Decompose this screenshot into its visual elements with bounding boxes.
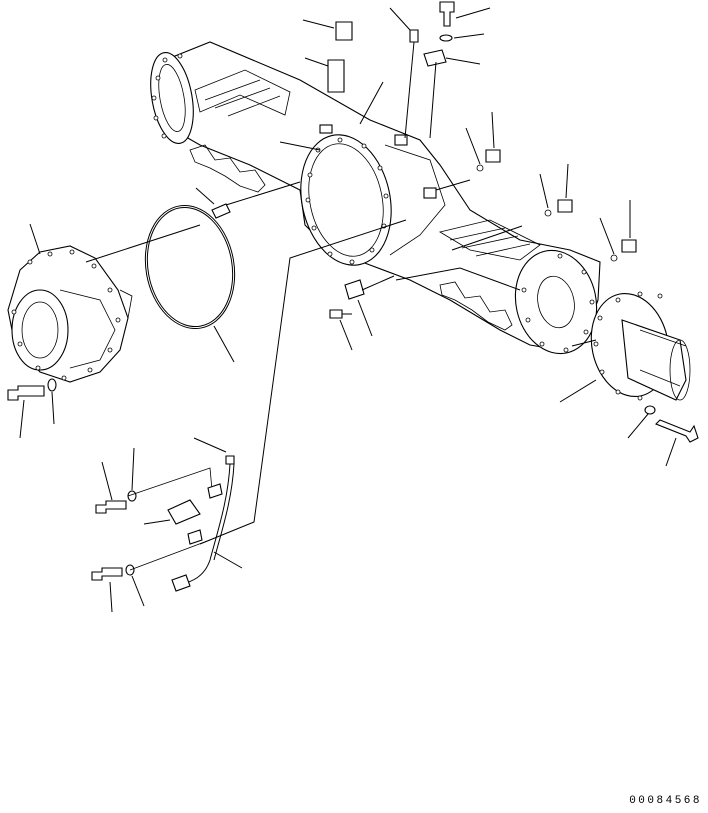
lube-fitting — [225, 455, 235, 465]
drawing-number: 00084568 — [629, 795, 702, 807]
plug-2 — [557, 199, 573, 213]
flange-bolt-holes — [151, 53, 595, 353]
leader-lines — [19, 7, 677, 613]
cap-plug — [335, 21, 353, 41]
o-ring — [144, 204, 236, 330]
washer-top — [439, 34, 453, 42]
hub-bolt-holes — [593, 291, 663, 401]
hub-bolt — [655, 419, 699, 443]
bracket — [423, 49, 447, 67]
differential-carrier — [7, 245, 133, 383]
fitting — [409, 29, 419, 43]
plug-3 — [621, 239, 637, 253]
axle-housing — [150, 41, 601, 355]
dowel-pin — [211, 203, 231, 219]
nameplate — [344, 279, 365, 300]
lower-bolt-1 — [95, 500, 127, 514]
plug-1 — [485, 149, 501, 163]
clip-bracket — [167, 499, 201, 525]
carrier-bolt-holes — [11, 249, 121, 381]
carrier-washer — [47, 378, 57, 392]
lube-hose — [179, 463, 231, 586]
carrier-bolt — [7, 385, 45, 401]
lower-bolt-2 — [91, 567, 123, 581]
hub-washer — [644, 405, 656, 415]
breather-tube — [327, 59, 345, 93]
screw — [329, 309, 343, 319]
bolt-top — [439, 1, 455, 27]
hub-shaft — [590, 292, 691, 401]
hose-spring — [171, 574, 191, 592]
